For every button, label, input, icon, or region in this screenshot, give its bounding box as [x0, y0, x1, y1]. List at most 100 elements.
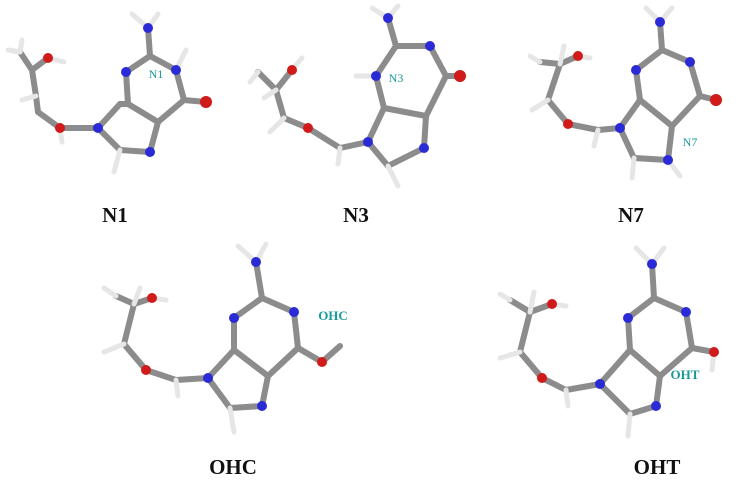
bond [17, 49, 35, 73]
bond [95, 101, 123, 131]
hydrogen-bond [557, 43, 567, 67]
nitrogen-atom [93, 123, 103, 133]
bond [683, 309, 695, 351]
nitrogen-atom [631, 65, 641, 75]
bond [255, 69, 279, 93]
nitrogen-atom [363, 137, 373, 147]
bond [259, 295, 297, 315]
hydrogen-bond [591, 127, 601, 149]
nitrogen-atom [383, 13, 393, 23]
hydrogen-bond [497, 291, 513, 303]
nitrogen-atom [145, 147, 155, 157]
site-label-oht: OHT [671, 367, 700, 382]
bond [125, 101, 161, 125]
bond [637, 97, 675, 129]
bond [143, 367, 179, 383]
nitrogen-atom [203, 373, 213, 383]
hydrogen-bond [19, 93, 39, 103]
bond [649, 261, 657, 301]
hydrogen-bond [247, 69, 261, 85]
site-label-ohc: OHC [318, 308, 348, 323]
bond [627, 347, 663, 379]
nitrogen-atom [171, 65, 181, 75]
hydrogen-bond [529, 97, 551, 113]
bond [373, 43, 399, 79]
bond [625, 315, 633, 353]
bond [423, 73, 449, 119]
bond [597, 347, 633, 387]
oxygen-atom [537, 373, 547, 383]
bond [517, 309, 533, 355]
bond [231, 347, 271, 379]
oxygen-atom [317, 357, 327, 367]
bond [121, 341, 149, 373]
bond [205, 375, 233, 411]
oxygen-atom [287, 65, 297, 75]
nitrogen-atom [143, 23, 153, 33]
bond [565, 121, 601, 133]
molecule-ohc: OHC OHC [101, 241, 348, 479]
nitrogen-atom [419, 143, 429, 153]
nitrogen-atom [229, 313, 239, 323]
bond [545, 61, 563, 103]
bond [305, 125, 343, 151]
oxygen-atom [454, 70, 466, 82]
caption-n1: N1 [102, 203, 128, 227]
bond [291, 309, 301, 351]
bond [155, 97, 187, 125]
bond [227, 403, 265, 411]
bond [537, 59, 563, 67]
bond [113, 293, 137, 307]
bond [631, 155, 671, 163]
site-label-n1: N1 [149, 67, 164, 81]
hydrogen-bond [335, 145, 343, 167]
bond [665, 123, 675, 163]
caption-oht: OHT [634, 455, 681, 479]
nitrogen-atom [685, 57, 695, 67]
nitrogen-atom [651, 401, 661, 411]
bond [117, 147, 153, 155]
hydrogen-bond [111, 147, 123, 175]
hydrogen-bond [173, 377, 181, 399]
molecule-n1: N1 N1 [5, 11, 212, 227]
oxygen-atom [55, 123, 65, 133]
hydrogen-bond [527, 53, 543, 65]
hydrogen-bond [261, 87, 279, 101]
nitrogen-atom [121, 67, 131, 77]
nitrogen-atom [251, 257, 261, 267]
bond [633, 47, 665, 73]
hydrogen-bond [497, 349, 523, 361]
bond [633, 67, 643, 103]
hydrogen-bond [267, 115, 287, 135]
oxygen-atom [710, 94, 722, 106]
bond [687, 59, 703, 99]
nitrogen-atom [425, 41, 435, 51]
bond [651, 295, 689, 315]
oxygen-atom [547, 299, 557, 309]
nitrogen-atom [289, 307, 299, 317]
nitrogen-atom [371, 71, 381, 81]
caption-n3: N3 [343, 203, 369, 227]
bond [205, 347, 237, 381]
oxygen-atom [573, 51, 583, 61]
bond [625, 295, 657, 321]
bond [385, 145, 427, 169]
oxygen-atom [43, 53, 53, 63]
bond [517, 349, 545, 381]
hydrogen-bond [101, 341, 127, 355]
hydrogen-bond [527, 289, 537, 315]
oxygen-atom [709, 347, 719, 357]
site-label-n7: N7 [683, 135, 698, 149]
bond [265, 345, 301, 379]
oxygen-atom [200, 96, 212, 108]
nitrogen-atom [595, 379, 605, 389]
bond [597, 381, 633, 417]
oxygen-atom [563, 119, 573, 129]
bond [669, 93, 703, 129]
bond [653, 373, 663, 409]
bond [29, 67, 39, 99]
site-label-n3: N3 [389, 71, 404, 85]
bond [427, 43, 449, 79]
molecule-n7: N7 N7 [527, 5, 722, 227]
